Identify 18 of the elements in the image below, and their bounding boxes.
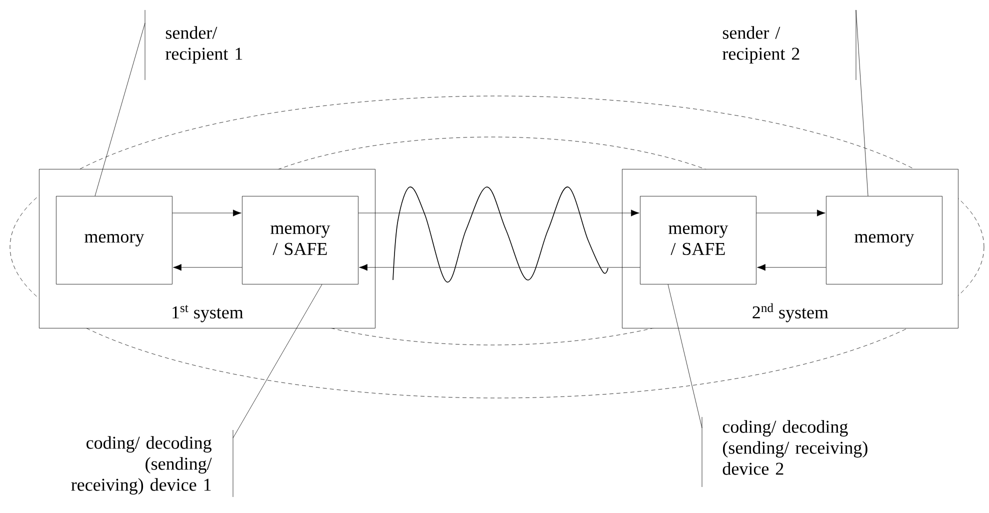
leader-line — [94, 10, 146, 196]
memory-box: memory / SAFE — [640, 196, 756, 284]
arrow — [757, 264, 826, 271]
label-text: coding/ decoding (sending/ receiving) device 1 — [71, 436, 212, 495]
label-text: sender/ recipient 1 — [166, 26, 242, 64]
arrow — [172, 210, 242, 216]
leader-line — [856, 10, 868, 196]
memory-box: memory — [826, 196, 942, 284]
memory-box: memory — [56, 196, 172, 284]
leader-line — [232, 284, 322, 498]
arrow — [359, 264, 640, 271]
arrow — [358, 210, 640, 216]
label-text: sender / recipient 2 — [722, 26, 800, 64]
arrow — [173, 264, 242, 271]
leader-line — [668, 284, 702, 488]
label-text: coding/ decoding (sending/ receiving) device 2 — [722, 420, 868, 475]
memory-box: memory / SAFE — [242, 196, 358, 284]
arrow — [756, 210, 826, 216]
